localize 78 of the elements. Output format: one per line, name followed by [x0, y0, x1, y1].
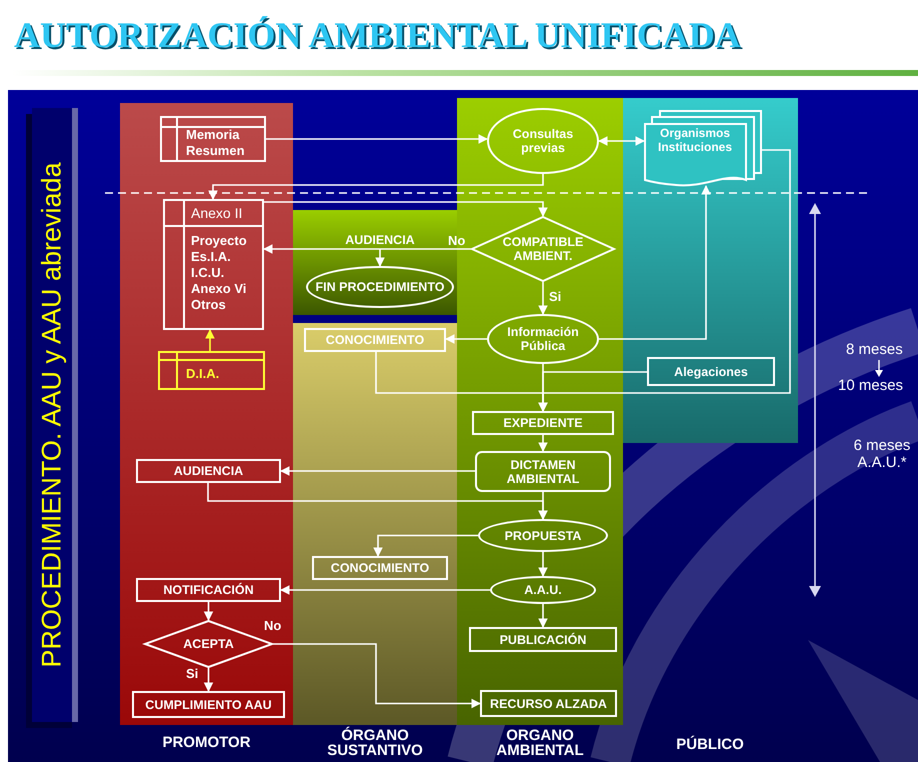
process-box: [136, 459, 281, 483]
arrow: [538, 604, 548, 628]
node-label: NOTIFICACIÓN: [162, 583, 255, 597]
process-ellipse: [487, 108, 599, 174]
arrow: [273, 643, 481, 708]
panel-band: [623, 98, 798, 443]
flow-label: AUDIENCIA: [330, 231, 430, 249]
process-box: [304, 328, 446, 352]
edge-label: No: [264, 618, 282, 633]
lane-heading: ÓRGANO SUSTANTIVO: [326, 728, 424, 758]
document-box: [158, 351, 265, 390]
node-label: ACEPTA: [182, 637, 235, 651]
process-ellipse: [487, 314, 599, 364]
duration-label: 8 meses: [846, 341, 903, 358]
lane-heading: PÚBLICO: [675, 736, 745, 753]
process-box: [312, 556, 448, 580]
node-label: Organismos Instituciones: [656, 126, 733, 154]
node-label: DICTAMEN AMBIENTAL: [506, 458, 580, 486]
document-box: [160, 116, 266, 162]
arrow: [598, 136, 645, 146]
duration-label: 10 meses: [838, 377, 904, 394]
arrow: [205, 329, 215, 351]
process-box: [136, 578, 281, 602]
node-label: CUMPLIMIENTO AAU: [144, 698, 273, 712]
node-label: PROPUESTA: [504, 528, 582, 542]
process-ellipse: [490, 576, 596, 604]
node-label: CONOCIMIENTO: [324, 333, 426, 347]
node-label: AUDIENCIA: [172, 464, 244, 478]
edge-label: Si: [549, 289, 562, 304]
node-label: A.A.U.: [523, 583, 563, 597]
box-heading: Anexo II: [191, 205, 242, 221]
arrow: [445, 334, 487, 344]
process-box: [469, 627, 617, 652]
edge-label: Si: [186, 666, 198, 681]
decision-diamond: [471, 216, 615, 282]
arrow: [280, 585, 490, 595]
arrow: [538, 552, 548, 577]
arrow: [263, 244, 471, 254]
title: AUTORIZACIÓN AMBIENTAL UNIFICADA: [14, 14, 741, 56]
arrow: [538, 149, 791, 412]
node-label: Consultas previas: [512, 127, 574, 155]
box-text: Proyecto Es.I.A. I.C.U. Anexo Vi Otros: [191, 233, 248, 313]
document-stack: [644, 110, 762, 186]
arrow: [266, 134, 488, 144]
arrow: [375, 249, 385, 267]
box-text: D.I.A.: [186, 366, 220, 382]
arrow: [373, 534, 478, 557]
process-box: [472, 411, 614, 435]
arrow: [538, 492, 548, 520]
arrow: [599, 185, 711, 340]
node-label: Alegaciones: [673, 364, 749, 378]
node-label: FIN PROCEDIMIENTO: [314, 280, 446, 294]
lane-heading: ORGANO AMBIENTAL: [495, 728, 585, 758]
arrow: [280, 466, 475, 476]
arrow: [208, 174, 544, 200]
lane-heading: PROMOTOR: [161, 735, 252, 750]
node-label: PUBLICACIÓN: [498, 632, 588, 646]
arrow: [538, 282, 548, 315]
node-label: COMPATIBLE AMBIENT.: [502, 235, 584, 263]
node-label: Información Pública: [506, 325, 580, 353]
duration-label: 6 meses A.A.U.*: [852, 437, 912, 471]
process-ellipse: [478, 519, 608, 552]
arrow: [264, 201, 548, 217]
arrow: [538, 435, 548, 452]
edge-label: No: [448, 233, 466, 248]
process-box: [480, 690, 617, 717]
process-box: [647, 357, 775, 386]
arrow: [204, 602, 214, 621]
process-ellipse: [306, 266, 454, 308]
process-box: [475, 451, 611, 492]
arrow: [204, 668, 214, 692]
box-text: Memoria Resumen: [186, 127, 246, 159]
process-box: [132, 691, 285, 718]
node-label: EXPEDIENTE: [502, 416, 584, 430]
side-title: PROCEDIMIENTO. AAU y AAU abreviada: [36, 162, 68, 668]
document-box: [163, 199, 264, 330]
node-label: RECURSO ALZADA: [489, 696, 608, 710]
node-label: CONOCIMIENTO: [330, 561, 430, 575]
